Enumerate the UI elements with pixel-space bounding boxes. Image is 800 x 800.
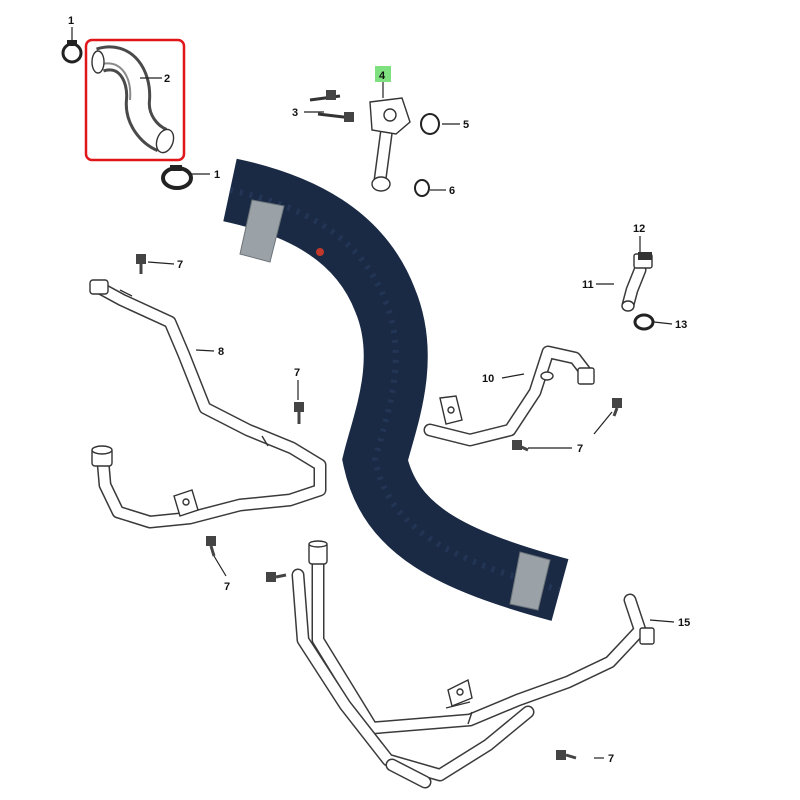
right-coolant-tube — [423, 345, 595, 447]
clip-part-12 — [638, 252, 652, 260]
bolt-7-upper-left — [136, 254, 146, 274]
callout-11: 11 — [582, 279, 594, 291]
bolt-part-3-upper — [309, 90, 341, 102]
callout-7-right: 7 — [577, 443, 583, 455]
hose-marker-dot — [316, 248, 324, 256]
callout-2: 2 — [164, 73, 170, 85]
callout-5: 5 — [463, 119, 469, 131]
bolt-7-middle — [294, 402, 304, 424]
o-ring-part-6 — [414, 179, 430, 197]
bolt-7-lower-left-b — [266, 572, 287, 582]
callout-3: 3 — [292, 107, 298, 119]
radiator-hose — [222, 158, 569, 621]
highlight-box-part-2 — [84, 38, 186, 162]
callout-6: 6 — [449, 185, 455, 197]
callout-8: 8 — [218, 346, 224, 358]
callout-15: 15 — [678, 617, 690, 629]
highlight-tag-part-4 — [375, 66, 391, 82]
bolt-part-3-lower — [317, 112, 354, 122]
left-coolant-tube — [89, 279, 327, 529]
callout-10: 10 — [482, 373, 494, 385]
bleed-fitting-part-11 — [621, 253, 653, 312]
upper-small-hose — [91, 45, 175, 154]
callout-4: 4 — [379, 70, 386, 82]
clamp-part-13 — [633, 313, 655, 331]
bolt-7-bottom — [556, 750, 577, 760]
bolt-7-lower-right-mid — [512, 440, 529, 452]
o-ring-part-5 — [420, 113, 440, 135]
lower-coolant-tube — [291, 540, 655, 789]
coolant-outlet-housing — [369, 97, 411, 192]
bolt-7-lower-left-a — [206, 536, 216, 557]
hose-label-sleeve-bottom — [509, 551, 551, 611]
callout-7-upper-left: 7 — [177, 259, 183, 271]
callout-7-middle: 7 — [294, 367, 300, 379]
hose-label-sleeve-top — [239, 199, 285, 263]
hose-clamp-lower — [161, 165, 193, 190]
bolt-7-right — [612, 398, 622, 417]
hose-clamp-top — [61, 40, 83, 64]
callout-1-top: 1 — [68, 15, 74, 27]
callout-12: 12 — [633, 223, 645, 235]
leader-lines — [71, 27, 675, 759]
callout-1-lower: 1 — [214, 169, 220, 181]
callout-7-bottom: 7 — [608, 753, 614, 765]
callout-7-lower-left: 7 — [224, 581, 230, 593]
callout-13: 13 — [675, 319, 687, 331]
